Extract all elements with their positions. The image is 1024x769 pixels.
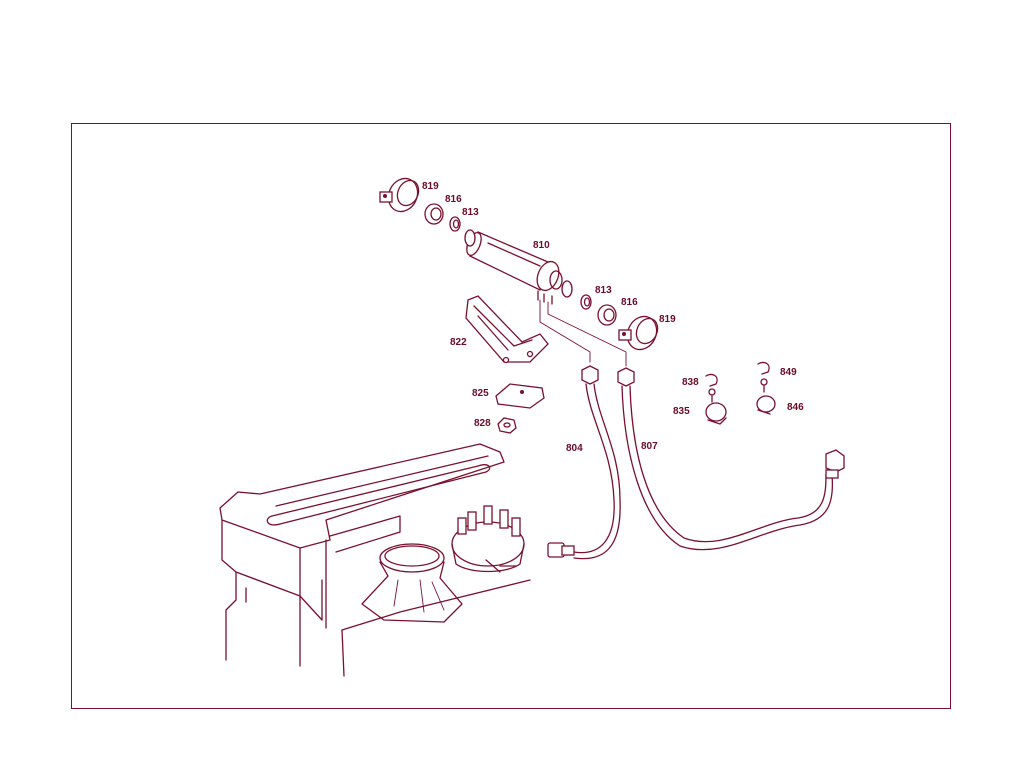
part-label-804: 804 (566, 443, 583, 454)
part-label-846: 846 (787, 402, 804, 413)
part-label-810: 810 (533, 240, 550, 251)
part-label-819-top: 819 (422, 181, 439, 192)
engine-block (219, 443, 531, 677)
part-label-816-right: 816 (621, 297, 638, 308)
part-label-825: 825 (472, 388, 489, 399)
cylinder-810 (464, 229, 573, 305)
distributor (451, 505, 525, 573)
hose-clamp-819-top (379, 177, 420, 213)
part-label-838: 838 (682, 377, 699, 388)
part-label-807: 807 (641, 441, 658, 452)
diagram-frame (71, 123, 951, 709)
sleeve-816-right (597, 304, 617, 326)
part-label-828: 828 (474, 418, 491, 429)
air-intake-ring (361, 543, 463, 623)
part-label-819-right: 819 (659, 314, 676, 325)
bracket-822 (465, 295, 549, 364)
part-label-816-top: 816 (445, 194, 462, 205)
part-label-813-top: 813 (462, 207, 479, 218)
clip-835-838 (705, 373, 727, 425)
part-label-849: 849 (780, 367, 797, 378)
part-label-813-right: 813 (595, 285, 612, 296)
seal-ring-813-right (580, 294, 592, 310)
plate-825 (495, 383, 545, 409)
part-label-835: 835 (673, 406, 690, 417)
part-label-822: 822 (450, 337, 467, 348)
nut-828 (497, 417, 517, 434)
hose-clamp-819-right (618, 315, 659, 351)
clip-846-849 (756, 361, 776, 415)
seal-ring-813-top (449, 216, 461, 232)
hose-807 (617, 367, 845, 551)
sleeve-816-top (424, 203, 444, 225)
hose-804 (547, 365, 621, 560)
